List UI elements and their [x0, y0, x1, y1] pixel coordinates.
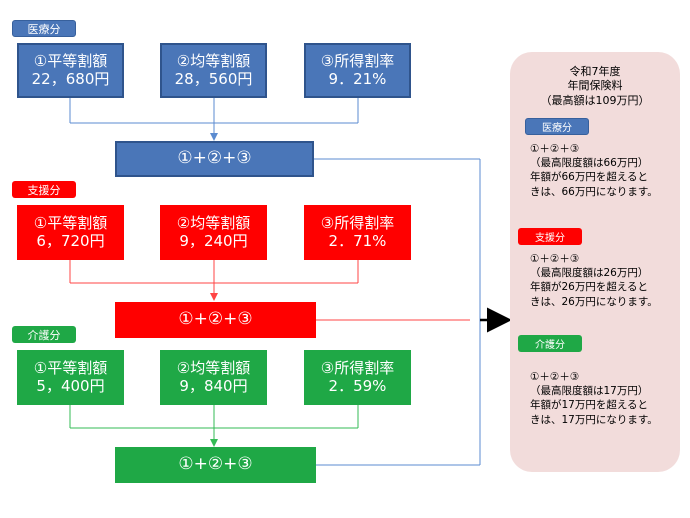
medical-flat-rate-value: 22，680円	[31, 69, 110, 88]
care-income-rate-value: 2．59%	[328, 376, 387, 395]
panel-medical-note2: きは、66万円になります。	[530, 185, 658, 198]
panel-title: 令和7年度 年間保険料 （最高額は109万円）	[510, 65, 680, 108]
panel-support-note1: 年額が26万円を超えると	[530, 281, 649, 294]
care-box-income-rate: ③所得割率 2．59%	[304, 350, 411, 405]
panel-care-text: ①＋②＋③ （最高限度額は17万円） 年額が17万円を超えると きは、17万円に…	[530, 370, 658, 427]
support-per-capita-value: 9，240円	[179, 231, 248, 250]
panel-care-formula: ①＋②＋③	[530, 371, 580, 383]
medical-connectors	[69, 98, 359, 141]
medical-income-rate-value: 9．21%	[328, 69, 387, 88]
panel-title-max: （最高額は109万円）	[540, 93, 650, 107]
care-connectors	[69, 405, 359, 447]
panel-care-note1: 年額が17万円を超えると	[530, 399, 649, 412]
medical-box-per-capita: ②均等割額 28，560円	[160, 43, 267, 98]
medical-per-capita-value: 28，560円	[174, 69, 253, 88]
panel-medical-formula: ①＋②＋③	[530, 143, 580, 155]
medical-per-capita-label: ②均等割額	[176, 52, 251, 71]
right-connector	[314, 158, 481, 466]
support-sum-box: ①+②+③	[115, 302, 316, 338]
medical-tag: 医療分	[12, 20, 76, 37]
panel-support-text: ①＋②＋③ （最高限度額は26万円） 年額が26万円を超えると きは、26万円に…	[530, 252, 658, 309]
support-income-rate-label: ③所得割率	[320, 214, 395, 233]
annual-premium-panel: 令和7年度 年間保険料 （最高額は109万円） 医療分 ①＋②＋③ （最高限度額…	[510, 52, 680, 472]
care-box-flat-rate: ①平等割額 5，400円	[17, 350, 124, 405]
support-box-flat-rate: ①平等割額 6，720円	[17, 205, 124, 260]
care-flat-rate-value: 5，400円	[36, 376, 105, 395]
medical-income-rate-label: ③所得割率	[320, 52, 395, 71]
support-tag: 支援分	[12, 181, 76, 198]
support-flat-rate-label: ①平等割額	[33, 214, 108, 233]
medical-sum-box: ①+②+③	[115, 141, 314, 177]
care-income-rate-label: ③所得割率	[320, 359, 395, 378]
panel-support-note2: きは、26万円になります。	[530, 295, 658, 308]
panel-medical-tag: 医療分	[525, 118, 589, 135]
medical-box-flat-rate: ①平等割額 22，680円	[17, 43, 124, 98]
support-box-per-capita: ②均等割額 9，240円	[160, 205, 267, 260]
panel-care-note2: きは、17万円になります。	[530, 413, 658, 426]
support-connectors	[69, 260, 359, 301]
medical-box-income-rate: ③所得割率 9．21%	[304, 43, 411, 98]
support-box-income-rate: ③所得割率 2．71%	[304, 205, 411, 260]
panel-medical-note1: 年額が66万円を超えると	[530, 171, 649, 184]
support-flat-rate-value: 6，720円	[36, 231, 105, 250]
care-box-per-capita: ②均等割額 9，840円	[160, 350, 267, 405]
support-per-capita-label: ②均等割額	[176, 214, 251, 233]
care-per-capita-value: 9，840円	[179, 376, 248, 395]
panel-title-name: 年間保険料	[567, 79, 623, 93]
care-flat-rate-label: ①平等割額	[33, 359, 108, 378]
panel-title-year: 令和7年度	[569, 65, 621, 78]
care-sum-box: ①+②+③	[115, 447, 316, 483]
panel-support-tag: 支援分	[518, 228, 582, 245]
support-income-rate-value: 2．71%	[328, 231, 387, 250]
medical-flat-rate-label: ①平等割額	[33, 52, 108, 71]
panel-medical-limit: （最高限度額は66万円）	[530, 157, 649, 170]
panel-care-limit: （最高限度額は17万円）	[530, 385, 649, 398]
panel-support-limit: （最高限度額は26万円）	[530, 267, 649, 280]
panel-medical-text: ①＋②＋③ （最高限度額は66万円） 年額が66万円を超えると きは、66万円に…	[530, 142, 658, 199]
care-per-capita-label: ②均等割額	[176, 359, 251, 378]
panel-support-formula: ①＋②＋③	[530, 253, 580, 265]
panel-care-tag: 介護分	[518, 335, 582, 352]
care-tag: 介護分	[12, 326, 76, 343]
